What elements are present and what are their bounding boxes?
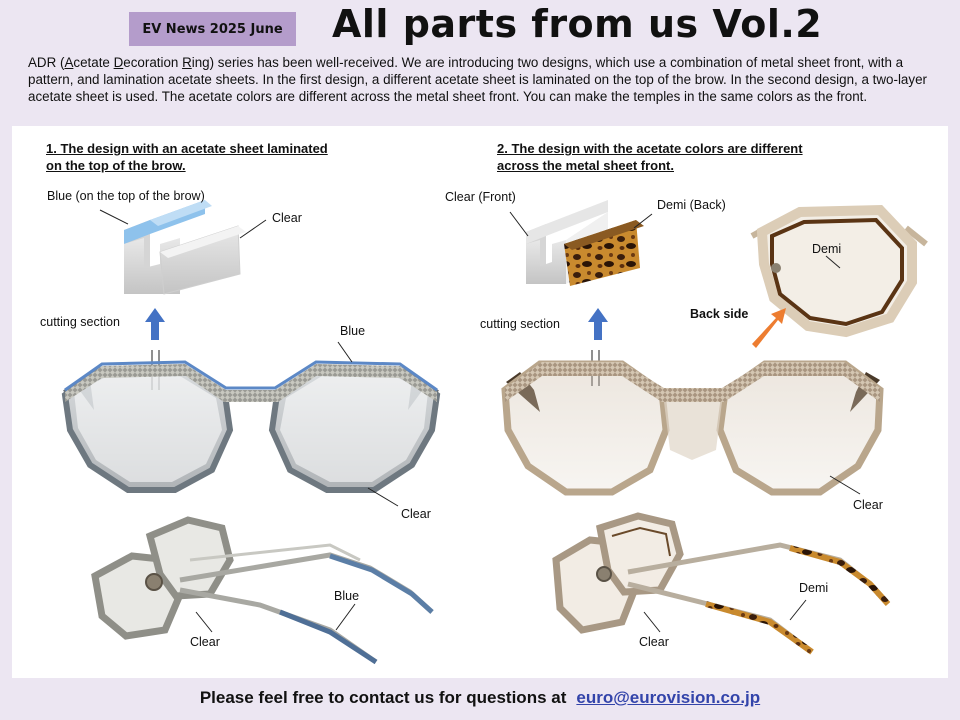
- design2-heading: 2. The design with the acetate colors ar…: [497, 140, 803, 174]
- label-blue-front: Blue: [340, 324, 366, 338]
- design1-heading-line2: on the top of the brow.: [46, 158, 186, 173]
- glasses-front-1: [61, 341, 441, 507]
- arrow-up-icon: [145, 308, 165, 340]
- design1-heading-line1: 1. The design with an acetate sheet lami…: [46, 141, 328, 156]
- intro-letter-r: R: [182, 55, 192, 70]
- page-title: All parts from us Vol.2: [332, 2, 823, 46]
- label-cutting-section-1: cutting section: [40, 315, 120, 329]
- intro-letter-d: D: [113, 55, 124, 70]
- intro-text-2: cetate: [73, 55, 114, 70]
- label-demi-back-view: Demi: [812, 242, 842, 256]
- intro-letter-a: A: [64, 55, 74, 70]
- label-blue-top-brow: Blue (on the top of the brow): [47, 189, 205, 203]
- label-clear-block-1: Clear: [272, 211, 302, 225]
- label-clear-front-block: Clear (Front): [445, 190, 516, 204]
- arrow-diagonal-icon: [752, 308, 786, 348]
- glasses-side-1: [91, 516, 434, 665]
- intro-text-1: ADR (: [28, 55, 65, 70]
- label-back-side: Back side: [690, 307, 749, 321]
- cross-section-block-1: [99, 200, 267, 295]
- intro-paragraph: ADR (Acetate Decoration Ring) series has…: [28, 54, 933, 105]
- label-blue-side: Blue: [334, 589, 360, 603]
- footer-text: Please feel free to contact us for quest…: [199, 688, 567, 707]
- design1-heading: 1. The design with an acetate sheet lami…: [46, 140, 328, 174]
- contact-email-link[interactable]: euro@eurovision.co.jp: [576, 688, 761, 707]
- cross-section-block-2: [509, 200, 653, 286]
- arrow-up-icon-2: [588, 308, 608, 340]
- label-clear-side-1: Clear: [190, 635, 220, 649]
- news-badge-text: EV News 2025 June: [142, 21, 283, 37]
- glasses-front-2: [501, 360, 884, 496]
- news-badge: EV News 2025 June: [129, 12, 296, 46]
- label-demi-back-block: Demi (Back): [657, 198, 726, 212]
- design2-heading-line1: 2. The design with the acetate colors ar…: [497, 141, 803, 156]
- design2-heading-line2: across the metal sheet front.: [497, 158, 674, 173]
- intro-text-3: ecoration: [123, 55, 183, 70]
- footer-contact: Please feel free to contact us for quest…: [0, 688, 960, 708]
- label-clear-side-2: Clear: [639, 635, 669, 649]
- glasses-back-view-2: [750, 204, 928, 338]
- label-demi-side: Demi: [799, 581, 829, 595]
- label-clear-front-2: Clear: [853, 498, 883, 512]
- glasses-side-2: [552, 512, 891, 655]
- label-cutting-section-2: cutting section: [480, 317, 560, 331]
- intro-text-4: ing) series has been well-received. We a…: [28, 55, 927, 104]
- label-clear-front-1: Clear: [401, 507, 431, 521]
